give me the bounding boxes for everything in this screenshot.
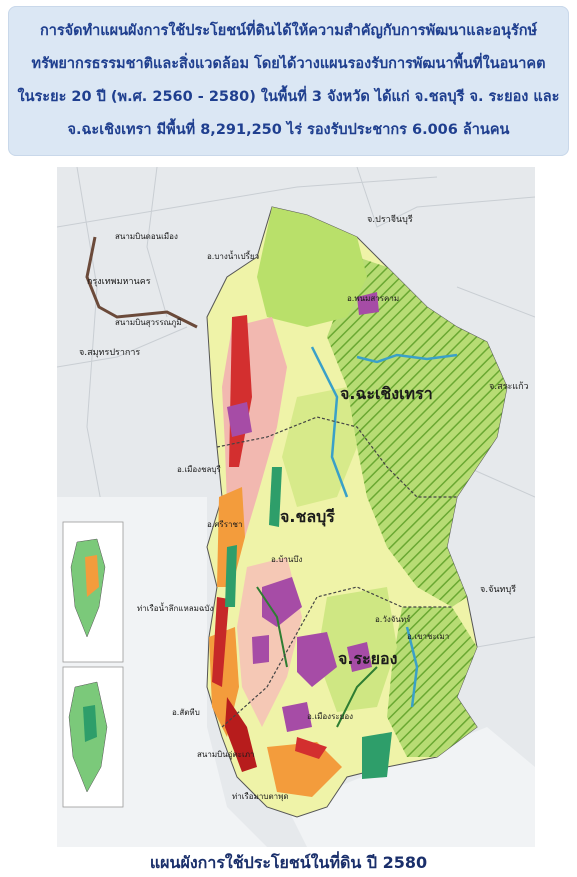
agri-north bbox=[257, 207, 367, 327]
header-line-4: จ.ฉะเชิงเทรา มีพื้นที่ 8,291,250 ไร่ รอง… bbox=[67, 122, 510, 138]
label-mueang-rayong: อ.เมืองระยอง bbox=[307, 712, 353, 721]
conservation-zones bbox=[225, 467, 392, 779]
inset-maps bbox=[62, 521, 124, 808]
label-sattahip: อ.สัตหีบ bbox=[172, 708, 200, 717]
label-u-tapao: สนามบินอู่ตะเภา bbox=[197, 750, 254, 760]
label-ban-bueng: อ.บ้านบึง bbox=[271, 555, 302, 564]
label-khao-chamao: อ.เขาชะเมา bbox=[407, 632, 449, 641]
community-coast-1 bbox=[217, 487, 245, 587]
map-canvas: จ.ฉะเชิงเทรา จ.ชลบุรี จ.ระยอง จ.ปราจีนบุ… bbox=[57, 167, 535, 847]
label-suvarnabhumi: สนามบินสุวรรณภูมิ bbox=[115, 318, 182, 328]
land-use-map: จ.ฉะเชิงเทรา จ.ชลบุรี จ.ระยอง จ.ปราจีนบุ… bbox=[57, 167, 535, 847]
label-chachoengsao: จ.ฉะเชิงเทรา bbox=[340, 384, 433, 403]
label-samut-prakan: จ.สมุทรปราการ bbox=[79, 348, 140, 358]
bangkok-boundary bbox=[85, 236, 198, 329]
river-banks bbox=[256, 586, 378, 728]
header-line-2: ทรัพยากรธรรมชาติและสิ่งแวดล้อม โดยได้วาง… bbox=[31, 56, 546, 72]
label-bang-nam-priao: อ.บางน้ำเปรี้ยว bbox=[207, 250, 259, 261]
label-prachinburi: จ.ปราจีนบุรี bbox=[367, 214, 413, 225]
background-roads bbox=[57, 167, 535, 648]
commercial-strip-2 bbox=[212, 597, 229, 687]
label-sriracha: อ.ศรีราชา bbox=[207, 520, 242, 529]
commercial-strip-3 bbox=[225, 697, 257, 772]
label-wang-chan: อ.วังจันทร์ bbox=[375, 614, 411, 624]
commercial-rayong bbox=[295, 737, 327, 759]
industrial-zones bbox=[227, 292, 379, 732]
map-caption: แผนผังการใช้ประโยชน์ในที่ดิน ปี 2580 bbox=[149, 853, 428, 872]
rivers bbox=[310, 346, 458, 708]
header-line-3: ในระยะ 20 ปี (พ.ศ. 2560 - 2580) ในพื้นที… bbox=[17, 89, 560, 105]
gulf-area bbox=[287, 727, 535, 847]
community-rayong bbox=[267, 742, 342, 797]
label-chanthaburi: จ.จันทบุรี bbox=[480, 584, 516, 595]
label-rayong: จ.ระยอง bbox=[338, 649, 397, 668]
label-don-mueang: สนามบินดอนเมือง bbox=[115, 232, 178, 241]
label-sa-kaeo: จ.สระแก้ว bbox=[489, 381, 529, 392]
label-bangkok: กรุงเทพมหานคร bbox=[87, 277, 151, 287]
label-phanom-sarakham: อ.พนมสารคาม bbox=[347, 294, 399, 303]
forest-rayong bbox=[387, 607, 477, 757]
province-borders bbox=[216, 416, 457, 728]
label-mueang-chonburi: อ.เมืองชลบุรี bbox=[177, 465, 221, 474]
label-chonburi: จ.ชลบุรี bbox=[280, 507, 335, 527]
label-laem-chabang: ท่าเรือน้ำลึกแหลมฉบัง bbox=[137, 602, 213, 613]
forest-chachoengsao bbox=[327, 257, 507, 607]
header-banner: การจัดทำแผนผังการใช้ประโยชน์ที่ดินได้ให้… bbox=[8, 6, 569, 156]
label-map-ta-phut: ท่าเรือมาบตาพุด bbox=[232, 792, 289, 801]
header-line-1: การจัดทำแผนผังการใช้ประโยชน์ที่ดินได้ให้… bbox=[39, 23, 538, 39]
